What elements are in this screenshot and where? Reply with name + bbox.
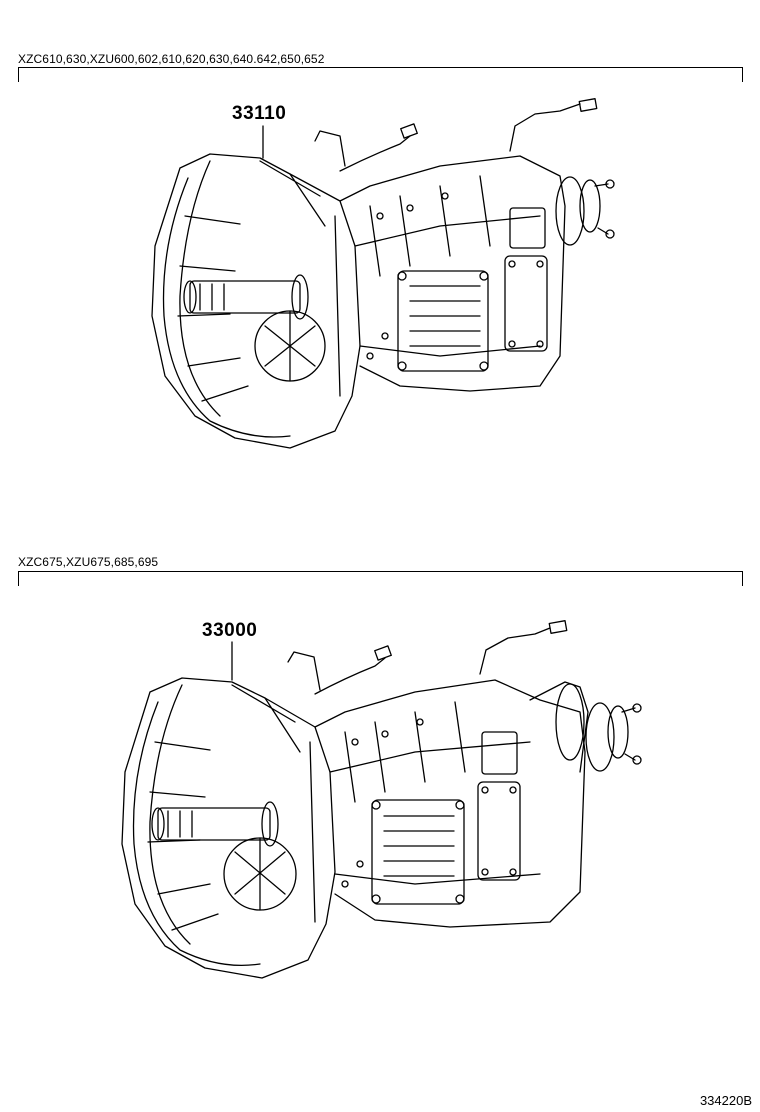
transmission-assembly-5-speed-icon[interactable] — [140, 96, 620, 466]
part-number-callout[interactable]: 33110 — [232, 103, 287, 124]
applicability-bracket — [18, 67, 743, 82]
applicability-bracket — [18, 571, 743, 586]
transmission-assembly-extended-icon[interactable] — [110, 612, 650, 1002]
part-number-callout[interactable]: 33000 — [202, 620, 258, 641]
section-bottom: XZC675,XZU675,685,695 33000 — [0, 540, 760, 1080]
model-applicability-label: XZC675,XZU675,685,695 — [18, 555, 159, 569]
section-top: XZC610,630,XZU600,602,610,620,630,640.64… — [0, 0, 760, 540]
illustration-reference-code: 334220B — [699, 1093, 752, 1108]
model-applicability-label: XZC610,630,XZU600,602,610,620,630,640.64… — [18, 52, 325, 66]
